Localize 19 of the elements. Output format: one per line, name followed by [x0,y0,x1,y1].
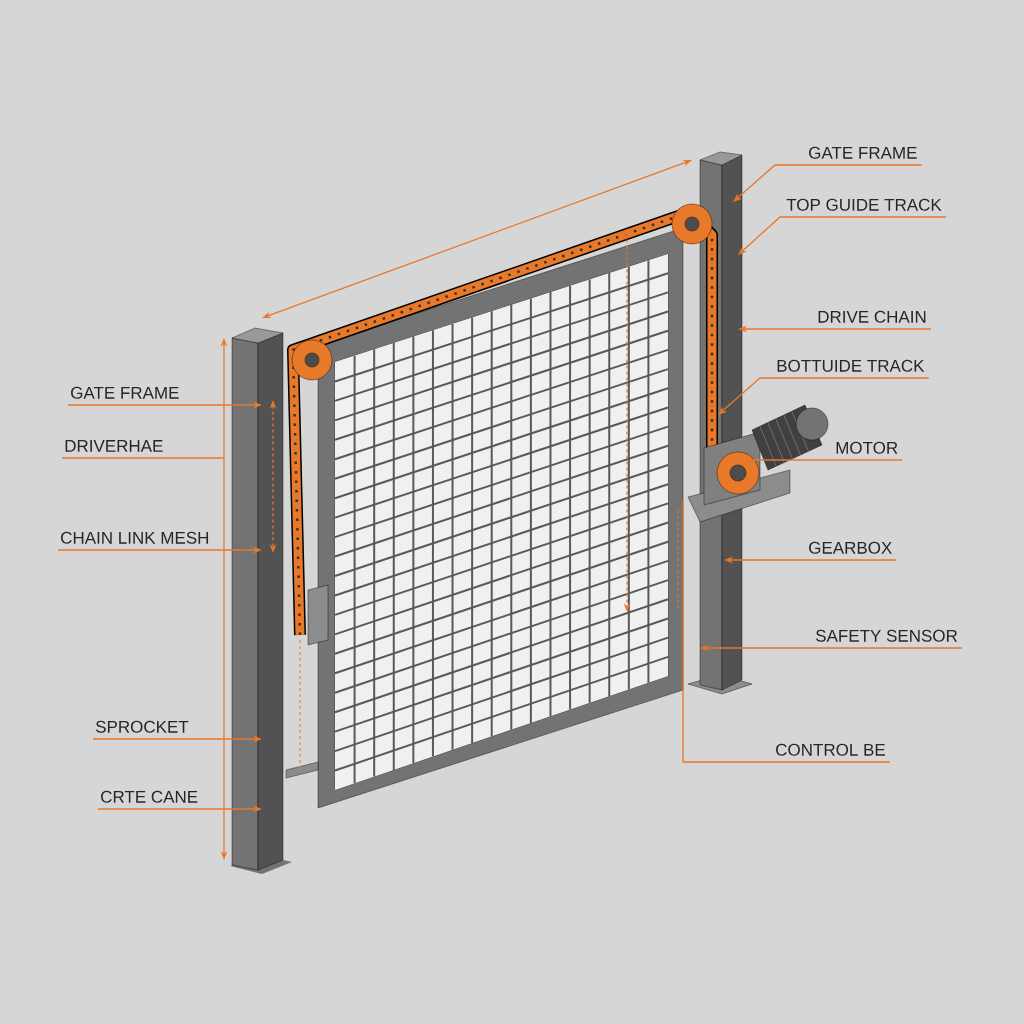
callout-label: CONTROL BE [776,743,885,756]
callout-label: CHAIN LINK MESH [61,531,209,544]
callout-label: GATE FRAME [809,146,917,159]
leader-line [733,164,923,202]
leader-line [738,216,947,255]
callout-label: GATE FRAME [71,386,179,399]
callout-label: DRIVERHAE [65,440,163,452]
callout-label: SPROCKET [95,720,189,733]
leader-line [61,457,225,459]
callout-label: SAFETY SENSOR [816,629,958,642]
callout-label: GEARBOX [809,541,892,554]
leader-line [682,499,891,763]
leader-line [718,377,930,415]
callout-label: CRTE CANE [101,790,198,803]
callout-label: DRIVE CHAIN [818,310,926,323]
callout-label: MOTOR [836,441,898,454]
callout-label: BOTTUIDE TRACK [777,359,925,372]
callout-label: TOP GUIDE TRACK [786,198,942,211]
leader-line [751,459,904,461]
